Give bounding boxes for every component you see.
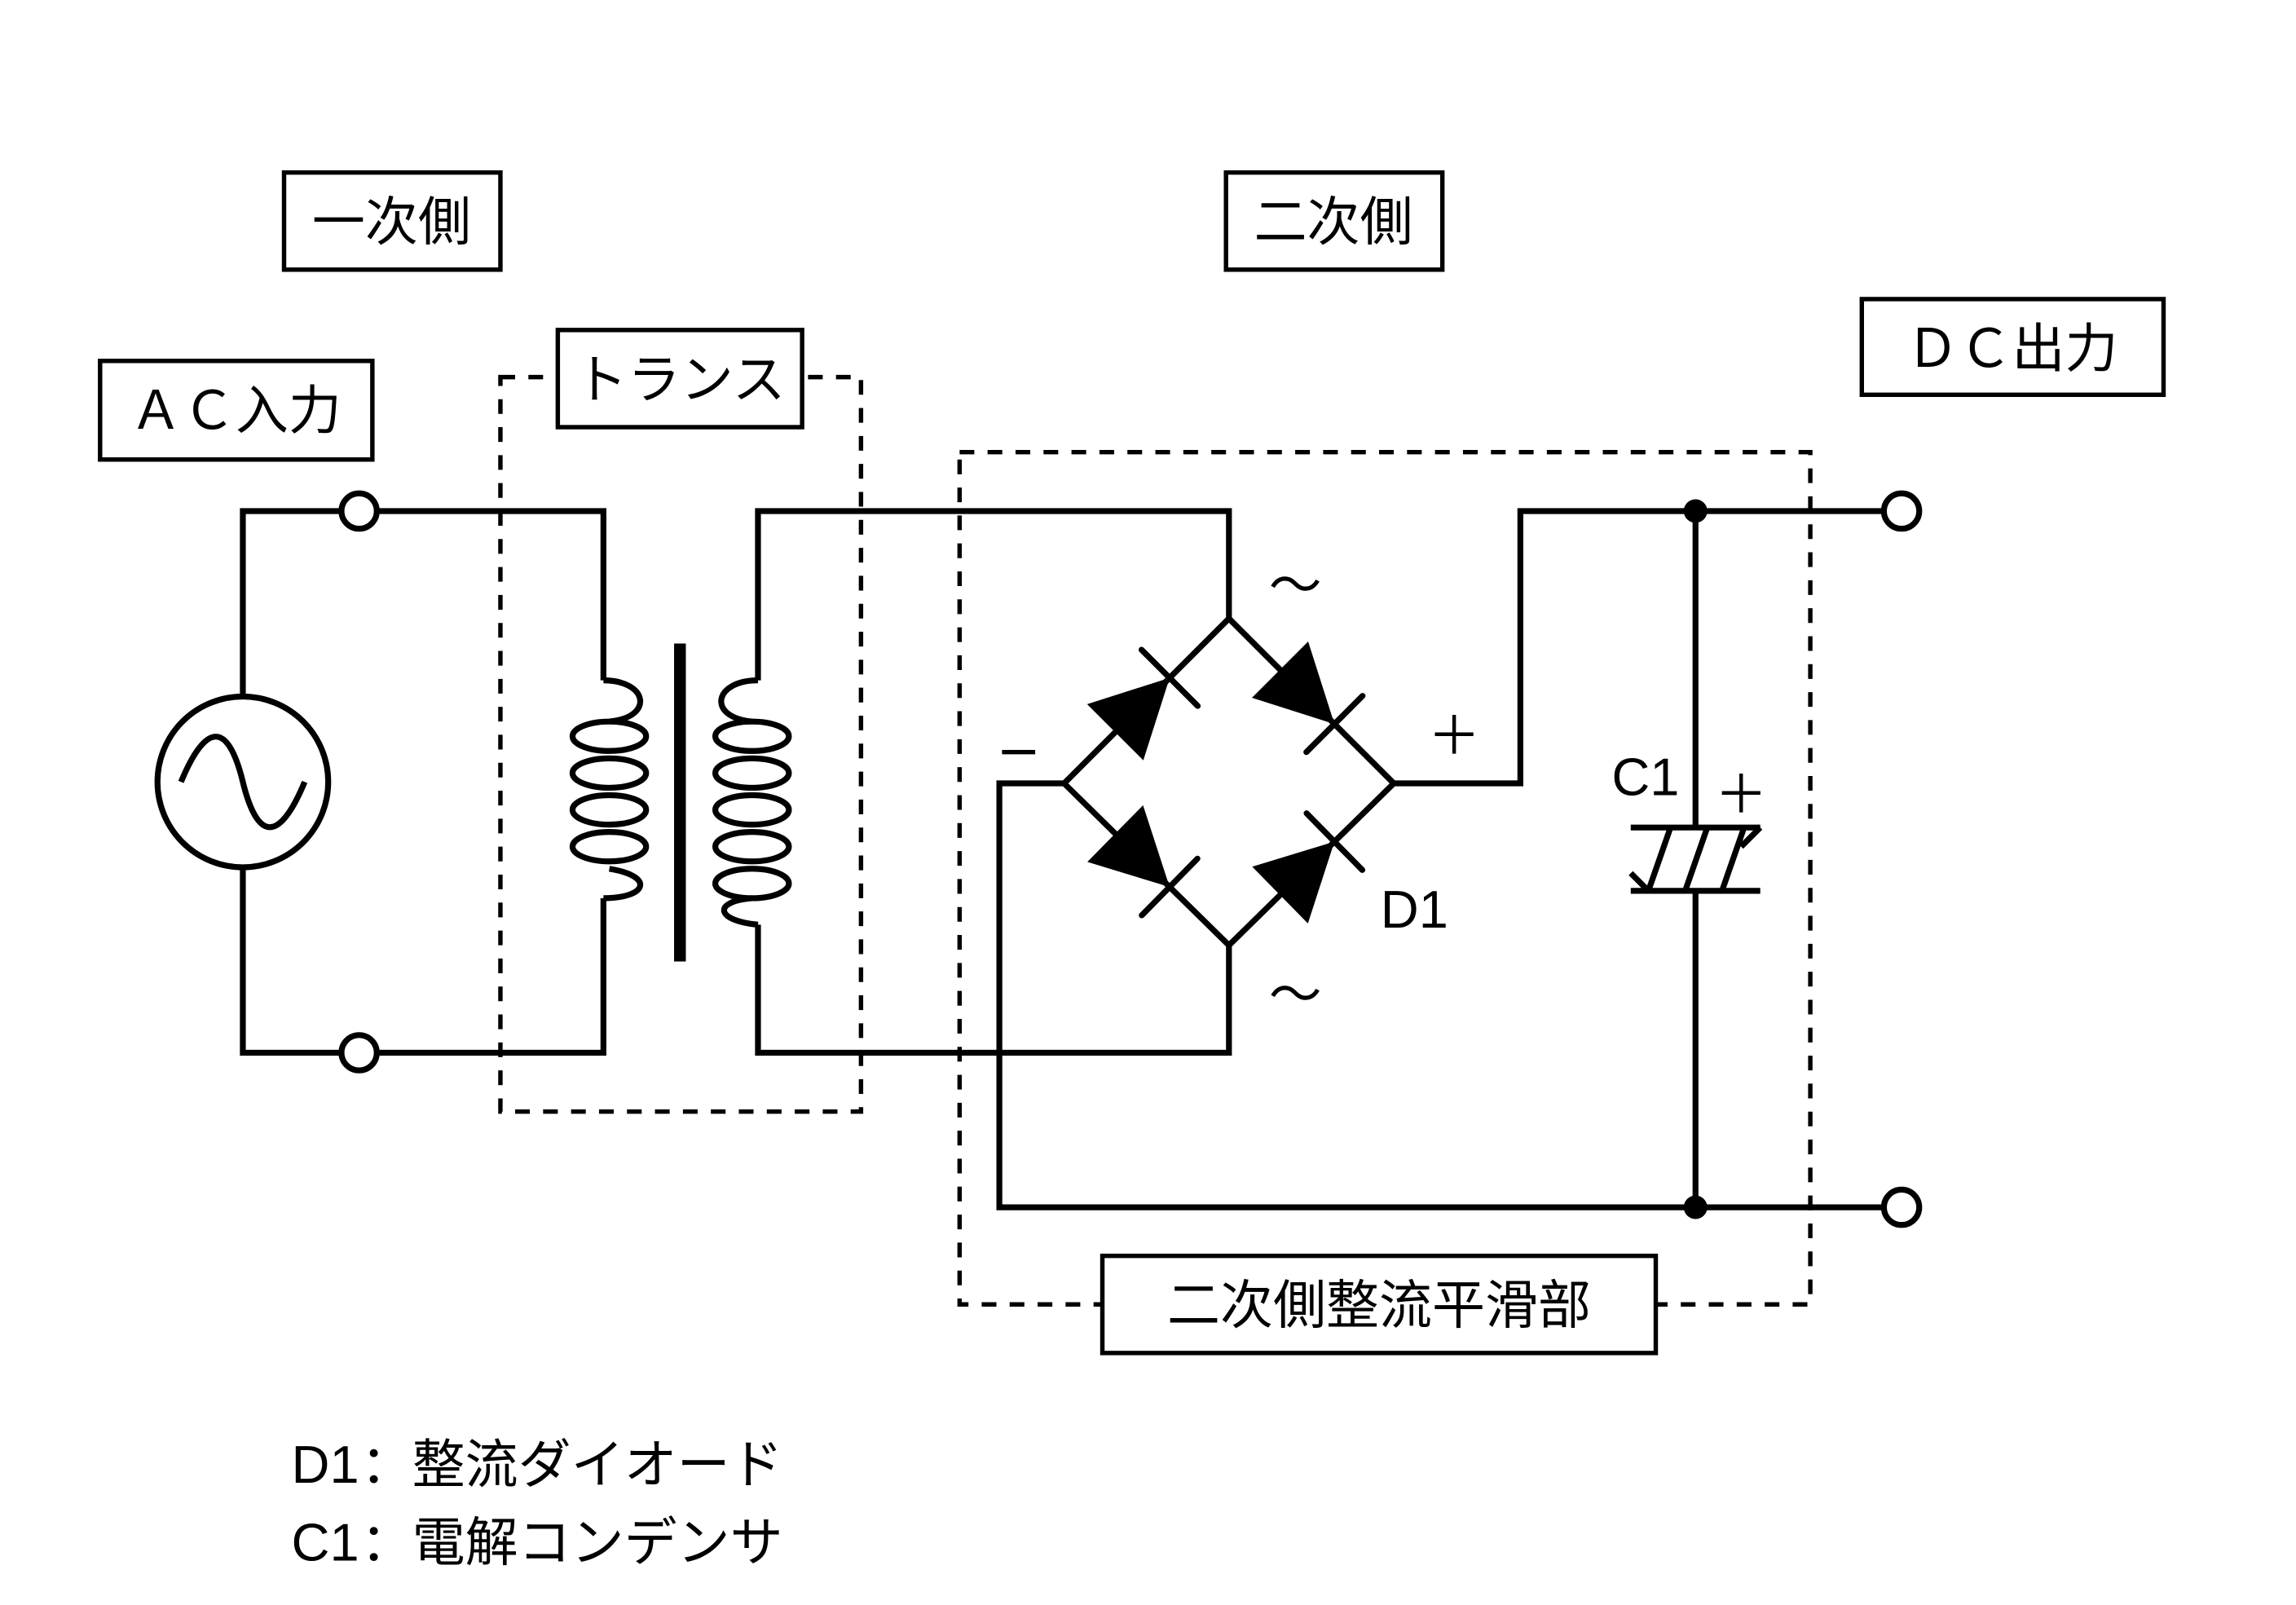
diode-triangle [1252,641,1335,725]
dc-output-terminal-top [1880,490,1923,532]
diode-triangle [1086,677,1170,761]
wire [240,508,342,697]
legend-text: 電解コンデンサ [412,1512,783,1573]
diode-triangle [1252,841,1335,924]
wire [755,924,1232,1056]
bridge-diodes [1086,641,1366,924]
secondary-side-label: 二次側 [1254,192,1413,254]
sine-wave-icon [178,734,308,831]
primary-side-label: 一次側 [312,192,471,254]
ac-input-terminal-bottom [338,1032,380,1074]
legend-sep: ： [360,1512,413,1573]
legend-sep: ： [360,1435,413,1496]
diode-cathode-bar [1303,693,1366,756]
transformer-label: トランス [575,350,786,411]
rectifier-boundary [957,450,1813,1307]
diode-ref-label: D1 [1381,880,1448,939]
primary-side-box [281,170,503,272]
electrolytic-capacitor [1628,510,1763,1208]
ac-input-box [98,359,375,462]
wire [377,508,606,681]
dc-output-label: ＤＣ出力 [1906,319,2118,380]
diode-cathode-bar [1139,855,1201,919]
secondary-side-box [1223,170,1445,272]
wire [755,508,1232,681]
legend-ref: D1 [292,1435,359,1494]
legend-ref: C1 [292,1512,359,1572]
secondary-winding [712,677,792,928]
minus-symbol: − [997,721,1041,782]
ac-input-label: ＡＣ入力 [130,381,342,442]
ac-input-terminal-top [338,490,380,532]
dc-output-terminal-bottom [1880,1186,1923,1228]
legend: D1 ： 整流ダイオード C1 ： 電解コンデンサ [292,1435,783,1574]
capacitor-ref-label: C1 [1611,747,1679,806]
transformer-box [555,328,804,430]
diode [1252,810,1366,924]
diode-cathode-bar [1138,646,1201,709]
rectifier-section-label: 二次側整流平滑部 [1167,1276,1591,1337]
ac-symbol-top: ～ [1269,556,1322,617]
wire [377,897,606,1056]
wire [240,866,342,1056]
transformer-core [674,643,686,962]
capacitor-plus-symbol: ＋ [1715,765,1768,826]
ac-symbol-bottom: ～ [1269,965,1322,1026]
legend-text: 整流ダイオード [412,1435,783,1496]
diode-cathode-bar [1303,810,1366,873]
diode [1086,646,1201,761]
primary-winding [569,677,650,902]
diode [1252,641,1366,756]
plus-symbol: ＋ [1428,706,1481,767]
bridge-rectifier-outline [1060,614,1399,950]
diode [1087,805,1201,919]
rectifier-section-box [1100,1253,1659,1356]
wire-negative [996,780,1884,1210]
diode-triangle [1087,805,1170,888]
dc-output-box [1859,297,2166,398]
ac-source [154,693,332,871]
